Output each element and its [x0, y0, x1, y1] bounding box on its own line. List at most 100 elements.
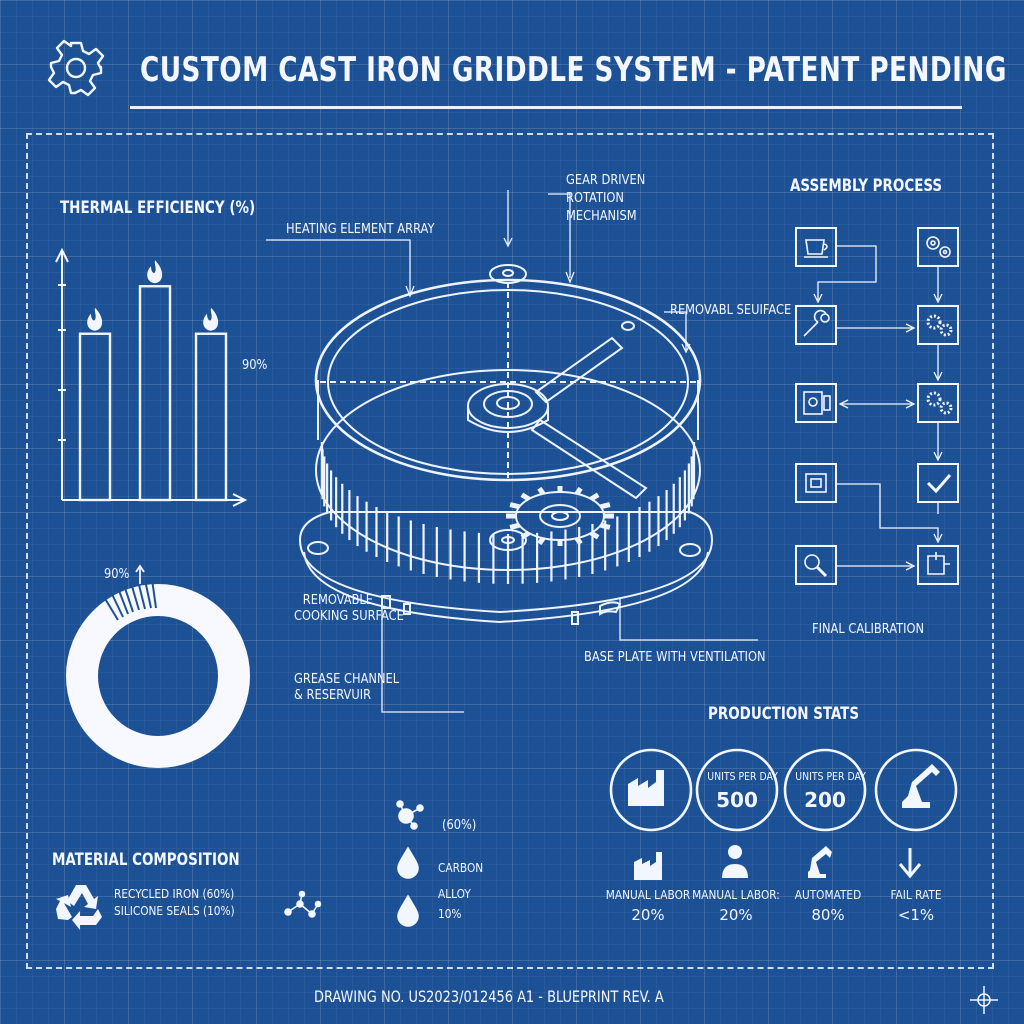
gear-tooth	[537, 486, 546, 496]
robot-arm-icon	[902, 764, 940, 808]
stat-fail-value: <1%	[897, 906, 935, 924]
drop-icon	[397, 846, 419, 879]
drawing-frame	[26, 133, 994, 969]
gauge-icon	[803, 391, 831, 415]
chip-icon	[805, 473, 827, 493]
alloy-label: ALLOY	[438, 887, 471, 901]
wrench-icon	[803, 309, 830, 337]
cooking-label-line2: COOKING SURFACE	[294, 609, 404, 624]
circle-units-500	[695, 748, 779, 832]
stat-manual-value: 20%	[631, 906, 665, 924]
gear-tooth	[589, 530, 600, 540]
griddle-top-rim	[314, 278, 702, 482]
down-arrow-icon	[898, 848, 922, 879]
drop-icon	[397, 894, 419, 927]
leader-gear-a	[503, 237, 513, 248]
magnifier-icon	[804, 554, 828, 578]
gear-tooth	[600, 502, 611, 510]
leader-base	[619, 598, 758, 641]
leader-grease	[381, 602, 464, 713]
leader-removable-surface	[664, 311, 687, 350]
gear-tooth	[589, 492, 600, 502]
puzzle-icon	[927, 552, 950, 575]
circle-robot	[874, 748, 958, 832]
y-ticks	[58, 284, 66, 441]
thermal-bar	[138, 285, 172, 502]
flame-icon	[147, 260, 163, 284]
thermal-value-label: 90%	[242, 358, 268, 373]
units-label-2: UNITS PER DAY	[795, 770, 866, 783]
small-gear	[489, 529, 527, 551]
drawing-number: DRAWING NO. US2023/012456 A1 - BLUEPRINT…	[314, 987, 664, 1006]
thermal-efficiency-title: THERMAL EFFICIENCY (%)	[60, 198, 256, 218]
factory-icon	[634, 852, 662, 880]
alloy-value: 10%	[438, 907, 462, 921]
gear-tooth	[509, 502, 520, 510]
gear-tooth	[600, 522, 611, 530]
recycled-iron-label: RECYCLED IRON (60%)	[114, 887, 235, 901]
base-plate	[298, 511, 714, 614]
gears-icon	[926, 391, 953, 415]
gear-tooth	[520, 492, 531, 502]
stat-manual2-value: 20%	[719, 906, 753, 924]
units-label-1: UNITS PER DAY	[707, 770, 778, 783]
thermal-bar	[194, 332, 228, 502]
stat-automated-value: 80%	[811, 906, 845, 924]
mount-hole-left	[307, 541, 329, 555]
stat-manual2-label: MANUAL LABOR:	[692, 888, 780, 902]
production-stats-title: PRODUCTION STATS	[708, 704, 860, 724]
gears-icon	[926, 236, 951, 258]
person-icon	[722, 845, 748, 878]
flame-icon	[203, 307, 219, 331]
final-calibration-label: FINAL CALIBRATION	[812, 622, 925, 637]
molecule-icon-top	[396, 800, 424, 830]
assembly-boxes-left	[795, 227, 837, 585]
cooking-surface-label: REMOVABLE COOKING SURFACE	[294, 593, 404, 625]
title-underline	[130, 106, 962, 109]
gear-tooth	[574, 536, 583, 546]
base-plate-label: BASE PLATE WITH VENTILATION	[584, 650, 766, 665]
gear-tooth	[574, 486, 583, 496]
grease-label-line1: GREASE CHANNEL	[294, 672, 400, 687]
cooking-label-line1: REMOVABLE	[302, 593, 374, 608]
cup-icon	[804, 239, 828, 258]
removable-surface-label: REMOVABL SEUIFACE	[670, 303, 792, 318]
donut-hatch-slice	[103, 578, 157, 621]
donut-percent-label: 90%	[104, 567, 130, 582]
rotation-arm-top	[534, 336, 624, 404]
gear-tooth	[520, 530, 531, 540]
flow-arrows	[813, 245, 943, 571]
stat-automated-label: AUTOMATED	[794, 888, 862, 902]
material-composition-title: MATERIAL COMPOSITION	[52, 850, 240, 870]
page-title: CUSTOM CAST IRON GRIDDLE SYSTEM - PATENT…	[140, 50, 1007, 90]
leader-gear-b	[565, 271, 575, 284]
carbon-label: CARBON	[438, 861, 484, 875]
silicone-seals-label: SILICONE SEALS (10%)	[114, 904, 235, 918]
gear-tooth	[509, 522, 520, 530]
gear-label-line1: GEAR DRIVEN	[566, 173, 646, 188]
gear-tooth	[537, 536, 546, 546]
grease-channel-label: GREASE CHANNEL & RESERVUIR	[294, 672, 399, 704]
rotation-arm-bottom	[530, 418, 648, 500]
leader-heating	[266, 239, 411, 294]
thermal-bar	[78, 332, 112, 502]
units-value-1: 500	[716, 788, 758, 812]
circle-factory	[609, 748, 693, 832]
grease-label-line2: & RESERVUIR	[294, 688, 372, 703]
mount-hole-right	[679, 543, 701, 557]
circle-units-200	[783, 748, 867, 832]
stat-fail-label: FAIL RATE	[890, 888, 942, 902]
gear-label-line2: ROTATION	[566, 191, 624, 206]
units-value-2: 200	[804, 788, 846, 812]
x-axis-arrow	[232, 493, 248, 507]
lower-ring	[315, 369, 701, 571]
